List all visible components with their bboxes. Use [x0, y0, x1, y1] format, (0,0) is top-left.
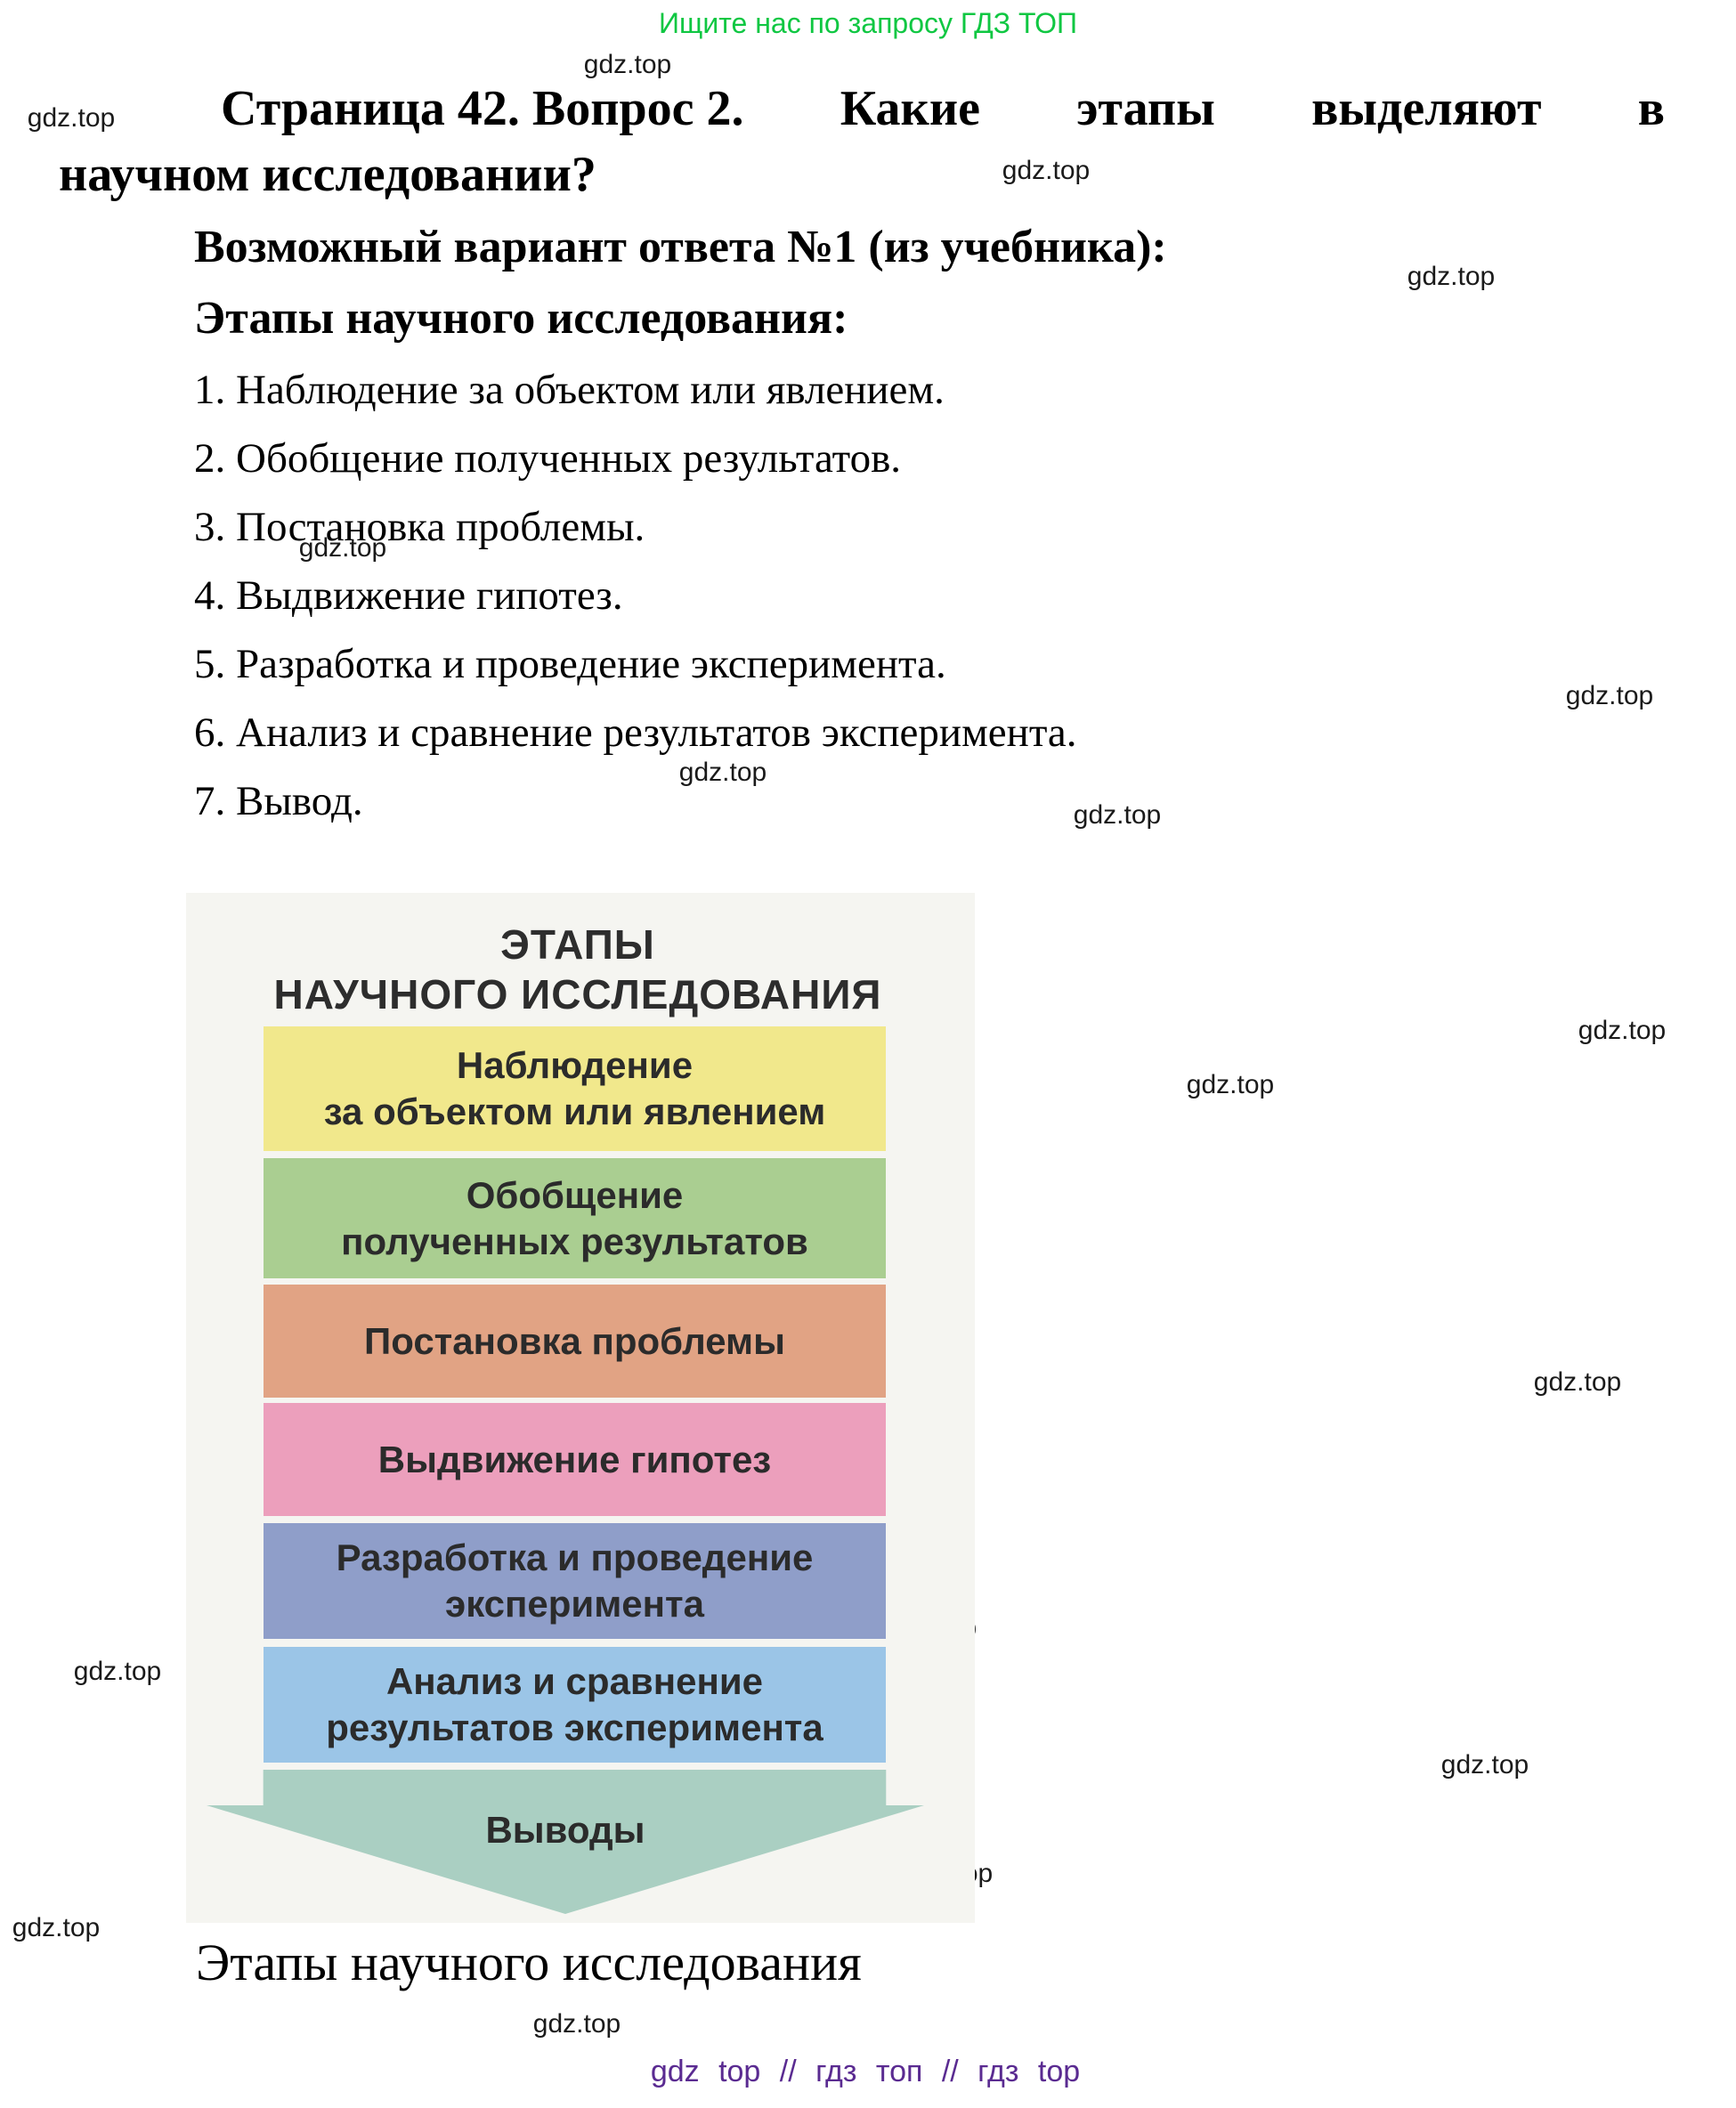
watermark: gdz.top — [1073, 800, 1162, 830]
watermark: gdz.top — [1002, 156, 1091, 185]
diagram-stage-hypotheses: Выдвижение гипотез — [264, 1403, 886, 1516]
diagram-conclusions-arrow: Выводы — [207, 1770, 924, 1914]
promo-banner: Ищите нас по запросу ГДЗ ТОП — [659, 7, 1077, 39]
step-item: 1. Наблюдение за объектом или явлением. — [194, 367, 945, 413]
stage-label-line: результатов эксперимента — [326, 1707, 823, 1748]
arrow-label: Выводы — [485, 1809, 645, 1851]
diagram-stage-analysis: Анализ и сравнение результатов экспериме… — [264, 1647, 886, 1763]
watermark: gdz.top — [1578, 1016, 1667, 1045]
heading-word: Какие — [840, 81, 980, 136]
answer-variant-label: Возможный вариант ответа №1 (из учебника… — [194, 222, 1167, 272]
footer-sites-line: gdz top // гдз топ // гдз top — [650, 2055, 1081, 2088]
watermark: gdz.top — [1407, 262, 1496, 291]
diagram-title: ЭТАПЫ НАУЧНОГО ИССЛЕДОВАНИЯ — [186, 920, 969, 1019]
watermark: gdz.top — [532, 2009, 621, 2039]
heading-word: выделяют — [1311, 81, 1542, 136]
stage-label-line: Постановка проблемы — [364, 1319, 785, 1362]
watermark: gdz.top — [1565, 681, 1654, 710]
steps-list-title: Этапы научного исследования: — [194, 293, 848, 344]
stage-label-line: эксперимента — [445, 1583, 704, 1625]
stages-diagram: ЭТАПЫ НАУЧНОГО ИССЛЕДОВАНИЯ Наблюдение з… — [186, 893, 975, 1923]
stage-label-line: Наблюдение — [456, 1044, 694, 1086]
watermark: gdz.top — [1533, 1367, 1622, 1397]
diagram-stage-generalization: Обобщение полученных результатов — [264, 1158, 886, 1278]
steps-list: 1. Наблюдение за объектом или явлением. … — [194, 356, 1529, 836]
diagram-stage-problem: Постановка проблемы — [264, 1285, 886, 1398]
stage-label-line: полученных результатов — [341, 1220, 808, 1262]
watermark: gdz.top — [678, 758, 767, 787]
question-heading-line2: научном исследовании? — [59, 147, 596, 202]
figure-caption: Этапы научного исследования — [196, 1934, 862, 1991]
heading-page-question: Страница 42. Вопрос 2. — [221, 81, 744, 136]
watermark: gdz.top — [1440, 1750, 1529, 1780]
stage-label-line: Анализ и сравнение — [385, 1660, 764, 1702]
stage-label-line: Выдвижение гипотез — [377, 1438, 772, 1480]
diagram-title-line: ЭТАПЫ — [500, 921, 655, 968]
step-item: 3. Постановка проблемы. — [194, 504, 645, 550]
watermark: gdz.top — [12, 1913, 101, 1942]
heading-word: в — [1637, 81, 1665, 136]
question-heading-line1: Страница 42. Вопрос 2. Какие этапы выдел… — [221, 80, 1665, 137]
step-item: 7. Вывод. — [194, 778, 363, 824]
watermark: gdz.top — [583, 50, 672, 79]
step-item: 2. Обобщение полученных результатов. — [194, 435, 902, 482]
stage-label-line: Обобщение — [466, 1173, 684, 1216]
step-item: 4. Выдвижение гипотез. — [194, 572, 623, 619]
watermark: gdz.top — [27, 103, 116, 133]
diagram-stage-observation: Наблюдение за объектом или явлением — [264, 1026, 886, 1151]
heading-word: этапы — [1076, 81, 1215, 136]
step-item: 6. Анализ и сравнение результатов экспер… — [194, 709, 1077, 756]
step-item: 5. Разработка и проведение эксперимента. — [194, 641, 946, 687]
watermark: gdz.top — [298, 533, 387, 563]
watermark: gdz.top — [73, 1657, 162, 1686]
diagram-stage-experiment: Разработка и проведение эксперимента — [264, 1523, 886, 1639]
stage-label-line: за объектом или явлением — [323, 1090, 826, 1132]
stage-label-line: Разработка и проведение — [336, 1536, 814, 1578]
diagram-title-line: НАУЧНОГО ИССЛЕДОВАНИЯ — [273, 971, 882, 1018]
watermark: gdz.top — [1186, 1070, 1275, 1099]
